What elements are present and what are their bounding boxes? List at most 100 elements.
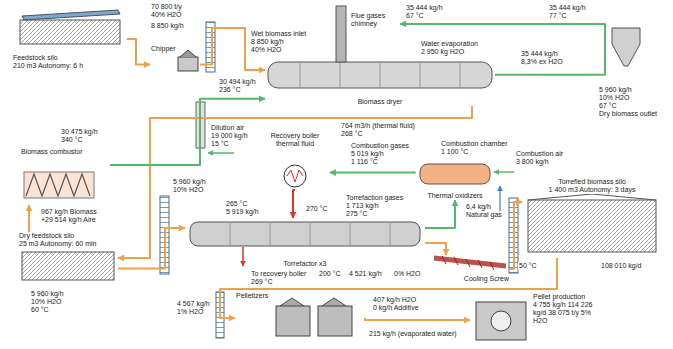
flow-label: 10% H2O xyxy=(598,94,630,102)
flow-label: 19 000 kg/h xyxy=(210,132,249,140)
equipment-name: Biomass combustor xyxy=(20,148,83,156)
flow-label: 30 494 kg/h xyxy=(218,78,257,86)
flow-line xyxy=(510,202,522,269)
flow-line xyxy=(118,228,185,268)
flow-label: Water evaporation xyxy=(420,40,479,48)
flow-label: 764 m3/h (thermal fluid) xyxy=(340,122,416,130)
equipment-name: Pellet production xyxy=(532,293,586,301)
flow-label: +29 514 kg/h Aire xyxy=(40,216,97,224)
flow-label: 10% H2O xyxy=(30,298,62,306)
equipment-box: Biomass dryer xyxy=(265,58,495,106)
flow-label: 5 919 kg/h xyxy=(225,208,260,216)
flow-label: To recovery boiler xyxy=(250,270,307,278)
equipment-data: 25 m3 Autonomy: 60 min xyxy=(18,240,97,248)
flow-line xyxy=(330,171,415,174)
equipment-text: Pellet production4 755 kg/h 114 226 kg/d… xyxy=(532,293,598,325)
flow-label: 1 100 °C xyxy=(440,148,469,156)
flow-label: 268 °C xyxy=(340,130,363,138)
flow-line xyxy=(425,243,446,255)
flow-label: 10% H2O xyxy=(172,186,204,194)
flow-label: 967 kg/h Biomass xyxy=(40,208,98,216)
equipment-text: Biomass dryer xyxy=(265,98,495,106)
pellet-bagger xyxy=(476,302,526,340)
equipment-name: Torrefied biomass silo xyxy=(557,178,627,186)
pelletizer xyxy=(318,306,352,336)
equipment-name: Feedstock silo xyxy=(12,54,59,62)
flow-label: Combustion gases xyxy=(350,142,410,150)
silo-roof xyxy=(528,194,656,200)
equipment-name: Flue gases chimney xyxy=(350,12,400,28)
flow-label: 4 567 kg/h xyxy=(176,300,211,308)
flow-label: 35 444 kg/h xyxy=(520,50,559,58)
solar-panel xyxy=(22,10,120,20)
equipment-text: Torrefied biomass silo1 400 m3 Autonomy:… xyxy=(522,178,662,194)
flow-label: 67 °C xyxy=(598,102,618,110)
return-fluid-arrow xyxy=(242,247,244,266)
flow-label: 50 °C xyxy=(518,262,538,270)
flow-label: 8,3% ex H2O xyxy=(520,58,564,66)
screw-flights xyxy=(442,256,494,270)
boiler-vessel xyxy=(284,165,306,187)
combustor-body xyxy=(24,172,94,198)
combustor-coil xyxy=(26,174,90,196)
flow-label: 40% H2O xyxy=(250,46,282,54)
equipment-box: Pellet production4 755 kg/h 114 226 kg/d… xyxy=(470,293,660,347)
pelletizer xyxy=(276,306,310,336)
equipment-text: Thermal oxidizers xyxy=(415,192,495,200)
flow-label: 30 475 kg/h xyxy=(60,128,99,136)
flow-label: 269 °C xyxy=(250,278,273,286)
flow-label: 1 713 kg/h xyxy=(345,202,380,210)
equipment-name: Torrefactor x3 xyxy=(283,260,328,268)
flow-label: 275 °C xyxy=(345,210,368,218)
flow-label: 407 kg/h H2O xyxy=(372,296,417,304)
flow-line xyxy=(293,190,295,218)
cyclone xyxy=(612,28,640,66)
flow-label: 2 950 kg H2O xyxy=(420,48,465,56)
dryer-drum xyxy=(268,62,492,88)
equipment-box: Thermal oxidizers xyxy=(415,160,495,200)
flow-label: 5 960 kg/h xyxy=(598,86,633,94)
flow-label: 1% H2O xyxy=(176,308,204,316)
dry-silo xyxy=(22,252,114,280)
flow-label: 6,4 kg/h xyxy=(465,203,492,211)
flow-label: Wet biomass inlet xyxy=(250,30,307,38)
flow-line xyxy=(127,39,150,65)
flow-label: Dry biomass outlet xyxy=(598,110,658,118)
flow-label: 8 850 kg/h xyxy=(150,22,185,30)
flow-line xyxy=(365,318,470,320)
equipment-text: Recovery boiler thermal fluid xyxy=(260,132,330,148)
equipment-text: Chipper xyxy=(150,45,200,53)
flow-label: 5 960 kg/h xyxy=(172,178,207,186)
equipment-name: Thermal oxidizers xyxy=(426,192,483,200)
silo-building xyxy=(20,20,120,44)
flow-label: 270 °C xyxy=(305,205,328,213)
boiler-coil xyxy=(287,170,303,182)
equipment-box: Torrefied biomass silo1 400 m3 Autonomy:… xyxy=(522,178,662,258)
flow-label: 200 °C xyxy=(318,270,341,278)
flow-label: Combustion chamber xyxy=(440,140,509,148)
flow-label: 8 850 kg/h xyxy=(250,38,285,46)
pellet-drum xyxy=(491,311,511,331)
flow-label: 15 °C xyxy=(210,140,230,148)
flow-label: 5 019 kg/h xyxy=(350,150,385,158)
flow-line xyxy=(28,205,29,232)
flow-label: 236 °C xyxy=(218,86,241,94)
equipment-data: 1 400 m3 Autonomy: 3 days xyxy=(548,186,637,194)
equipment-box: Torrefactor x3 xyxy=(185,218,425,268)
dryer-bands xyxy=(300,62,460,88)
equipment-name: Cooling Screw xyxy=(463,275,510,283)
torrefied-silo xyxy=(528,200,656,252)
oxidizer-chamber xyxy=(420,164,490,184)
flow-label: 67 °C xyxy=(405,12,425,20)
equipment-text: Dry feedstock silo25 m3 Autonomy: 60 min xyxy=(18,232,118,248)
flow-line xyxy=(118,106,472,258)
flow-label: 35 444 kg/h xyxy=(548,4,587,12)
equipment-text: Cooling Screw xyxy=(430,275,510,283)
dilution-air-arrow xyxy=(208,152,234,154)
equipment-text: Feedstock silo210 m3 Autonomy: 6 h xyxy=(12,54,127,70)
flow-line xyxy=(400,24,605,75)
equipment-text: Torrefactor x3 xyxy=(185,260,425,268)
flow-label: 108 010 kg/d xyxy=(600,262,642,270)
flow-line xyxy=(220,258,557,318)
equipment-box: Flue gases chimney xyxy=(350,12,400,36)
